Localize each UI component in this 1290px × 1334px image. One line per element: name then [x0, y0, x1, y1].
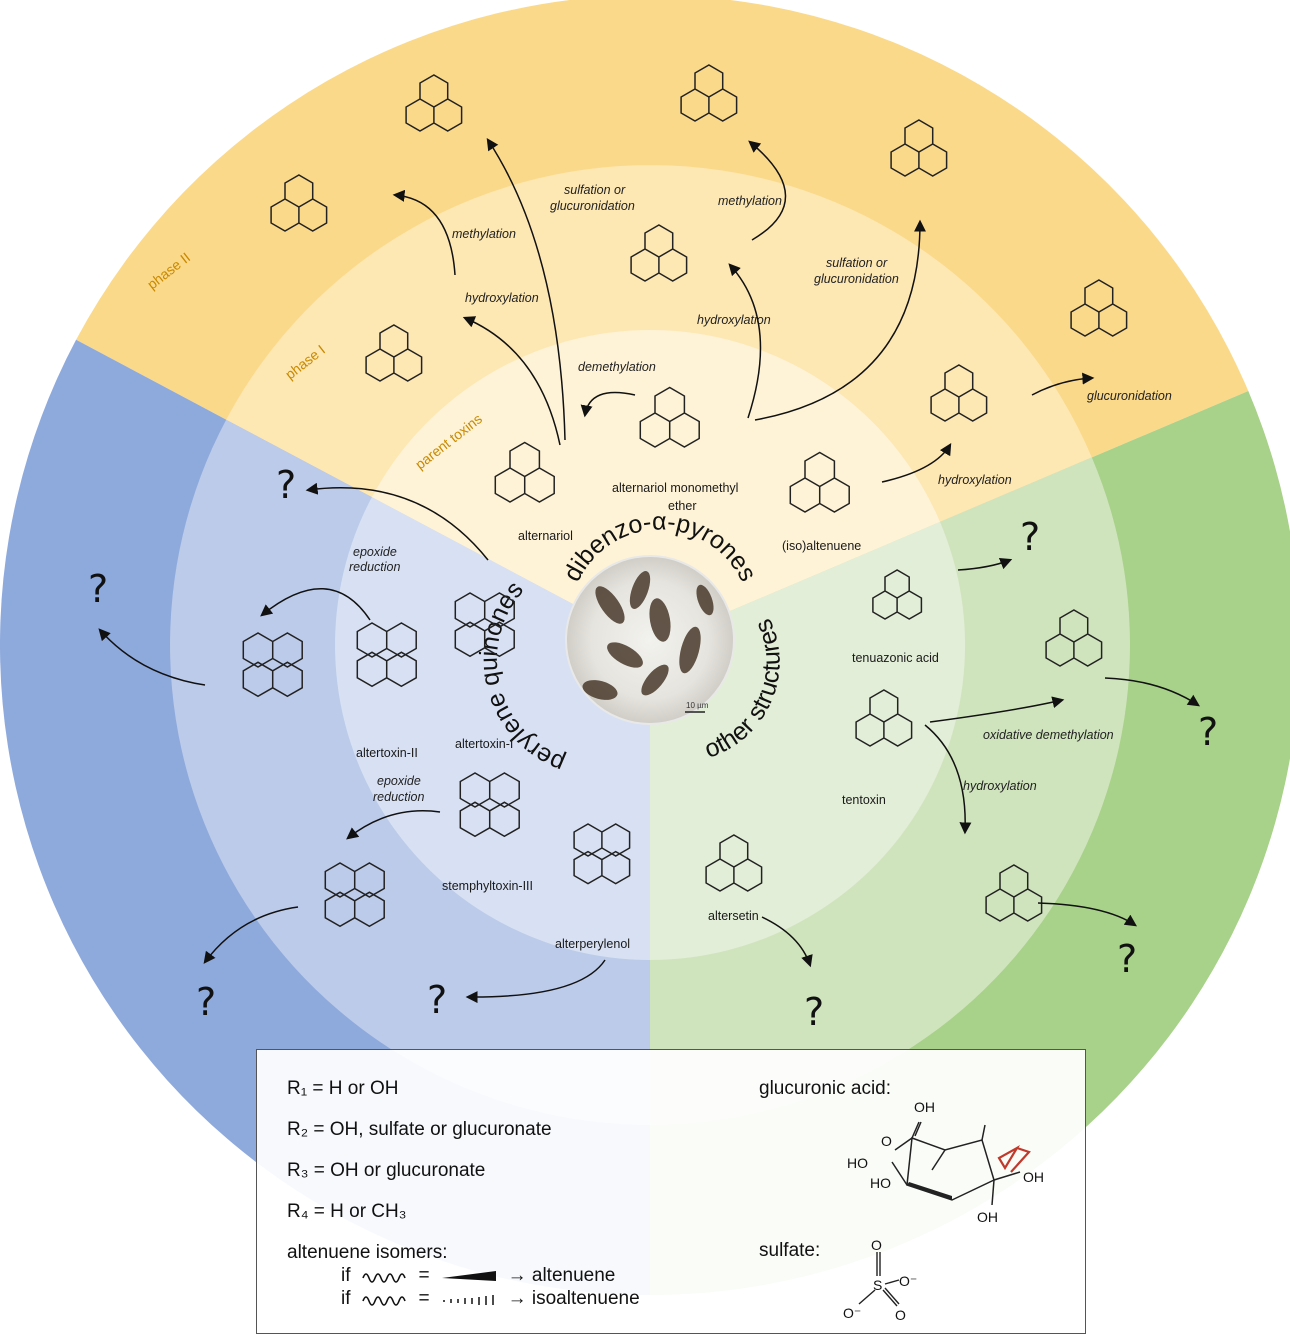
scale-bar-label: 10 µm: [686, 701, 709, 710]
wedge-bond-icon: [441, 1271, 496, 1281]
molecule-alternariol: [494, 441, 555, 503]
rxn-sulfation-b2: glucuronidation: [814, 272, 899, 286]
label-altertoxin-2: altertoxin-II: [356, 746, 418, 760]
spore-cluster: [582, 571, 714, 700]
rxn-methylation-b: methylation: [718, 194, 782, 208]
legend-r4: R₄ = H or CH₃: [287, 1201, 407, 1222]
rxn-epoxide-a1: epoxide: [353, 545, 397, 559]
sulfate-structure: O S O⁻ O⁻ O: [843, 1238, 917, 1323]
molecule-structures: [242, 64, 1128, 928]
molecule-metabolite-atx: [242, 632, 303, 698]
gl-oh-right: OH: [1023, 1169, 1044, 1185]
molecule-metabolite-stx: [324, 862, 385, 928]
molecule-altertoxin-1: [454, 592, 515, 658]
molecule-tentoxin-demethylated: [1045, 609, 1103, 667]
molecule-tentoxin: [855, 689, 913, 747]
legend-r1: R₁ = H or OH: [287, 1078, 399, 1099]
rxn-hydroxylation-a: hydroxylation: [465, 291, 539, 305]
rxn-demethylation: demethylation: [578, 360, 656, 374]
legend-r3: R₃ = OH or glucuronate: [287, 1160, 486, 1181]
legend-equals: =: [418, 1288, 430, 1309]
gl-ho-1: HO: [847, 1155, 868, 1171]
legend-box: R₁ = H or OH R₂ = OH, sulfate or glucuro…: [256, 1049, 1086, 1334]
rxn-epoxide-a2: reduction: [349, 560, 400, 574]
label-altertoxin-1: altertoxin-I: [455, 737, 513, 751]
legend-isomer-isoaltenuene: if = → isoaltenuene: [341, 1288, 640, 1310]
rxn-methylation-a: methylation: [452, 227, 516, 241]
legend-if: if: [341, 1288, 351, 1309]
gl-oh-top: OH: [914, 1100, 935, 1115]
legend-isomers-title: altenuene isomers:: [287, 1242, 448, 1263]
molecule-hydroxy-altenuene: [930, 364, 988, 422]
label-altersetin: altersetin: [708, 909, 759, 923]
legend-altenuene: → altenuene: [507, 1265, 616, 1286]
unknown-mark: ?: [1198, 710, 1218, 754]
unknown-mark: ?: [427, 978, 447, 1022]
unknown-mark: ?: [276, 463, 296, 507]
molecule-alternariol-monomethyl-ether: [639, 386, 700, 448]
rxn-hydroxylation-d: hydroxylation: [963, 779, 1037, 793]
molecule-conjugated-alternariol: [405, 74, 463, 132]
molecule-stemphyltoxin-3: [459, 772, 520, 838]
molecule-methylated-alternariol: [270, 174, 328, 232]
rxn-oxidative-demethylation: oxidative demethylation: [983, 728, 1114, 742]
rxn-epoxide-b1: epoxide: [377, 774, 421, 788]
molecule-glucuronidated-altenuene: [1070, 279, 1128, 337]
legend-glucuronic-title: glucuronic acid:: [759, 1078, 892, 1099]
molecule-isoaltenuene: [789, 451, 850, 513]
label-stemphyltoxin-3: stemphyltoxin-III: [442, 879, 533, 893]
reaction-arrows: [98, 137, 1201, 1004]
molecule-hydroxy-alternariol: [365, 324, 423, 382]
wavy-bond-icon: [361, 1273, 406, 1283]
hash-bond-icon: [442, 1295, 494, 1305]
rxn-hydroxylation-b: hydroxylation: [697, 313, 771, 327]
molecule-methylated-ame: [680, 64, 738, 122]
label-isoaltenuene: (iso)altenuene: [782, 539, 861, 553]
legend-isoaltenuene: → isoaltenuene: [507, 1288, 640, 1309]
wavy-bond-icon: [361, 1296, 406, 1306]
label-tenuazonic-acid: tenuazonic acid: [852, 651, 939, 665]
rxn-sulfation-a2: glucuronidation: [550, 199, 635, 213]
rxn-glucuronidation: glucuronidation: [1087, 389, 1172, 403]
label-tentoxin: tentoxin: [842, 793, 886, 807]
unknown-mark: ?: [1020, 515, 1040, 559]
gl-oh-bottom: OH: [977, 1209, 998, 1225]
label-ame-2: ether: [668, 499, 697, 513]
su-o-top: O: [871, 1238, 882, 1253]
gl-o-left: O: [881, 1133, 892, 1149]
gl-ho-2: HO: [870, 1175, 891, 1191]
unknown-mark: ?: [88, 567, 108, 611]
unknown-mark: ?: [804, 990, 824, 1034]
molecule-hydroxy-ame: [630, 224, 688, 282]
legend-equals: =: [418, 1265, 430, 1286]
rxn-hydroxylation-c: hydroxylation: [938, 473, 1012, 487]
su-o-left: O⁻: [843, 1305, 861, 1321]
legend-isomer-altenuene: if = → altenuene: [341, 1265, 615, 1287]
rxn-sulfation-a1: sulfation or: [564, 183, 626, 197]
legend-if: if: [341, 1265, 351, 1286]
label-ame-1: alternariol monomethyl: [612, 481, 738, 495]
molecule-alterperylenol: [573, 823, 631, 885]
molecule-altertoxin-2: [356, 622, 417, 688]
su-o-right: O⁻: [899, 1273, 917, 1289]
rxn-sulfation-b1: sulfation or: [826, 256, 888, 270]
unknown-mark: ?: [1117, 937, 1137, 981]
legend-r2: R₂ = OH, sulfate or glucuronate: [287, 1119, 552, 1140]
legend-sulfate-title: sulfate:: [759, 1240, 821, 1261]
molecule-tenuazonic-acid: [872, 569, 923, 620]
label-alterperylenol: alterperylenol: [555, 937, 630, 951]
molecule-altersetin: [705, 834, 763, 892]
label-alternariol: alternariol: [518, 529, 573, 543]
su-s: S: [873, 1277, 882, 1293]
molecule-tentoxin-hydroxylated: [985, 864, 1043, 922]
molecule-conjugated-ame: [890, 119, 948, 177]
unknown-mark: ?: [196, 980, 216, 1024]
glucuronic-acid-structure: OH O HO HO OH OH: [847, 1100, 1044, 1225]
rxn-epoxide-b2: reduction: [373, 790, 424, 804]
su-o-bottom: O: [895, 1307, 906, 1323]
